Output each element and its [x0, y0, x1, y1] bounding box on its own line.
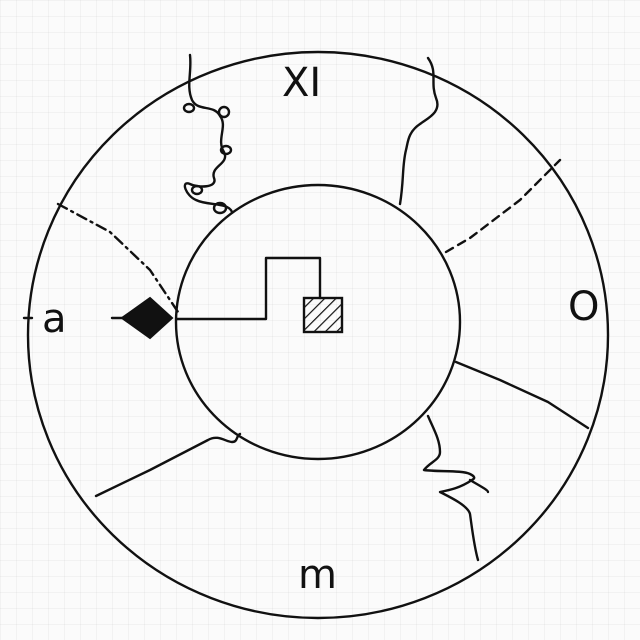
outer-circle	[26, 50, 610, 620]
loop-shape	[182, 102, 196, 114]
loop-shape	[217, 105, 231, 119]
left-dashdot-boundary	[56, 202, 180, 314]
bottom-right-zigzag-boundary	[422, 414, 480, 562]
loop-shape	[190, 184, 204, 196]
label-bottom: m	[298, 552, 337, 598]
label-left: a	[42, 296, 67, 342]
diamond-marker	[120, 296, 174, 340]
top-left-wavy-boundary	[183, 53, 234, 214]
hatched-box	[302, 296, 344, 334]
loop-shape	[212, 201, 228, 215]
top-right-wavy-boundary	[398, 56, 439, 206]
connector-line	[174, 256, 322, 321]
label-right: O	[568, 284, 599, 330]
bottom-left-boundary	[94, 432, 242, 498]
zigzag-inner-stroke	[468, 478, 490, 494]
inner-circle	[174, 183, 462, 461]
right-boundary	[454, 360, 590, 430]
top-right-dashed-boundary	[444, 158, 562, 254]
label-top: XI	[282, 60, 321, 106]
loop-shape	[219, 144, 233, 156]
